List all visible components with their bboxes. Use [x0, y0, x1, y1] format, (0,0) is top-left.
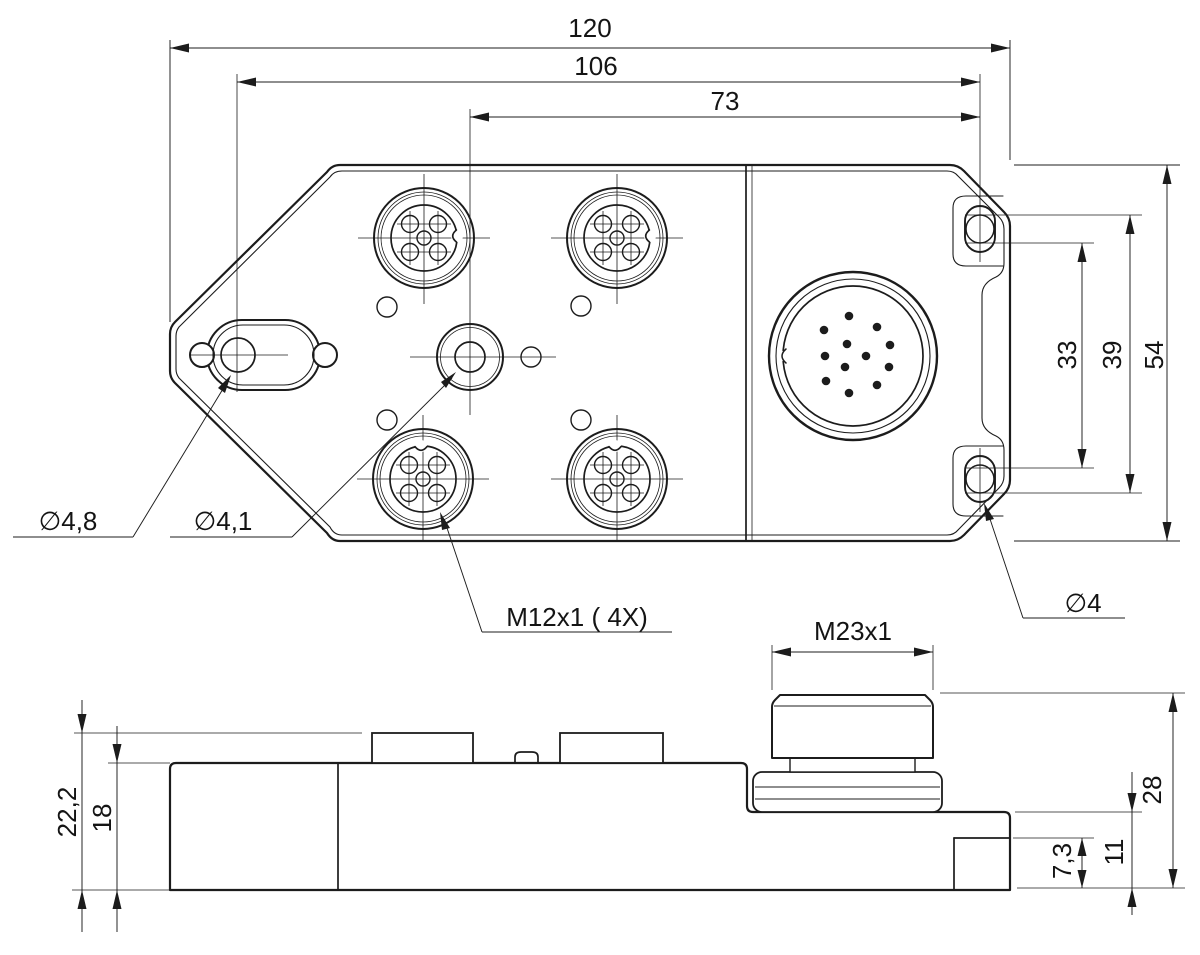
center-hole	[410, 323, 556, 391]
dim-22-2: 22,2	[52, 700, 362, 932]
dim-39-value: 39	[1097, 341, 1127, 370]
dim-m23-thread: M23x1	[771, 616, 934, 690]
dim-7-3-value: 7,3	[1047, 843, 1077, 879]
label-slot-hole-dia: ∅4,8	[39, 506, 98, 536]
dim-18: 18	[72, 726, 170, 932]
side-view: 22,2 18 M23x1 28	[52, 616, 1185, 932]
dim-28-value: 28	[1137, 776, 1167, 805]
side-nub	[514, 751, 539, 764]
pilot-hole-4	[376, 409, 398, 431]
label-m23-thread: M23x1	[814, 616, 892, 646]
dim-18-value: 18	[87, 804, 117, 833]
m12-boss-right	[559, 732, 664, 764]
dim-33: 33	[965, 242, 1094, 469]
m23-pins	[819, 311, 895, 398]
m23-port-face	[767, 270, 939, 442]
dim-120-value: 120	[568, 13, 611, 43]
label-m12-ports: M12x1 ( 4X)	[506, 602, 648, 632]
dim-7-3: 7,3	[1013, 837, 1094, 888]
dim-39: 39	[965, 214, 1142, 494]
dim-54-value: 54	[1139, 341, 1169, 370]
mounting-slot	[189, 319, 338, 391]
pilot-hole-2	[376, 296, 398, 318]
pilot-hole-3	[570, 295, 592, 317]
dim-120: 120	[169, 13, 1011, 322]
label-mount-hole-dia: ∅4	[1064, 588, 1101, 618]
leader-slot-hole: ∅4,8	[13, 375, 231, 538]
leader-m12-ports: M12x1 ( 4X)	[440, 512, 672, 633]
dim-106-value: 106	[574, 51, 617, 81]
m12-boss-left	[371, 732, 474, 764]
dim-106: 106	[236, 51, 981, 392]
dim-33-value: 33	[1052, 341, 1082, 370]
body-outline	[168, 163, 1012, 543]
dim-11-value: 11	[1099, 839, 1129, 866]
dim-11: 11	[1015, 772, 1142, 915]
dim-73: 73	[469, 86, 980, 415]
mount-tab-bottom	[952, 445, 1004, 517]
label-center-hole-dia: ∅4,1	[194, 506, 253, 536]
top-view: 120 106 73 54	[13, 13, 1180, 633]
side-body-outline	[168, 761, 1012, 892]
dim-54: 54	[1014, 164, 1180, 542]
dim-22-2-value: 22,2	[52, 787, 82, 838]
leader-center-hole: ∅4,1	[170, 372, 456, 538]
dim-73-value: 73	[711, 86, 740, 116]
dim-28: 28	[940, 692, 1185, 889]
body-inner-contour	[175, 170, 1005, 536]
mount-tab-top	[952, 195, 1004, 267]
m12-centerlines	[357, 174, 683, 541]
m23-connector-side	[752, 694, 943, 813]
pilot-hole-5	[570, 409, 592, 431]
pilot-hole-1	[520, 346, 542, 368]
leader-mount-hole: ∅4	[984, 503, 1125, 619]
